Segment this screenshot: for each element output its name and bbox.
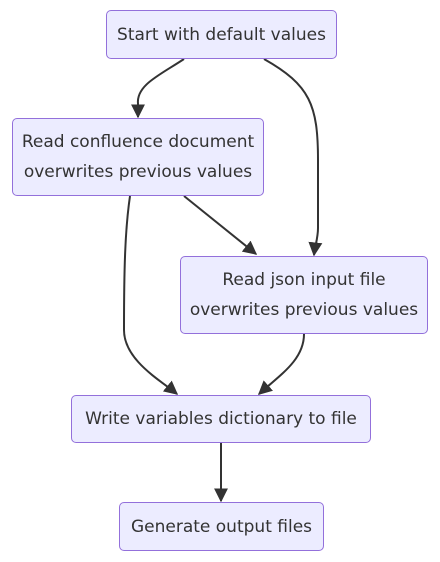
node-generate-output-files: Generate output files: [119, 502, 324, 551]
node-start-with-default-values: Start with default values: [106, 10, 337, 59]
node-label-line-1: Read confluence document: [21, 132, 255, 152]
node-read-confluence-document: Read confluence document overwrites prev…: [12, 118, 264, 196]
node-label: Write variables dictionary to file: [85, 409, 357, 429]
edge-confluence-to-json: [183, 195, 258, 255]
node-read-json-input-file: Read json input file overwrites previous…: [180, 256, 428, 334]
node-write-variables-dictionary: Write variables dictionary to file: [71, 395, 371, 443]
edge-start-to-confluence: [131, 58, 185, 119]
node-label-line-2: overwrites previous values: [189, 300, 419, 320]
edge-start-to-json: [263, 58, 323, 257]
edge-json-to-write: [257, 333, 305, 395]
node-label: Start with default values: [117, 24, 326, 45]
node-label-line-2: overwrites previous values: [23, 162, 253, 182]
node-label: Generate output files: [130, 516, 313, 537]
node-label-line-1: Read json input file: [222, 270, 386, 290]
edge-confluence-to-write: [122, 195, 179, 395]
